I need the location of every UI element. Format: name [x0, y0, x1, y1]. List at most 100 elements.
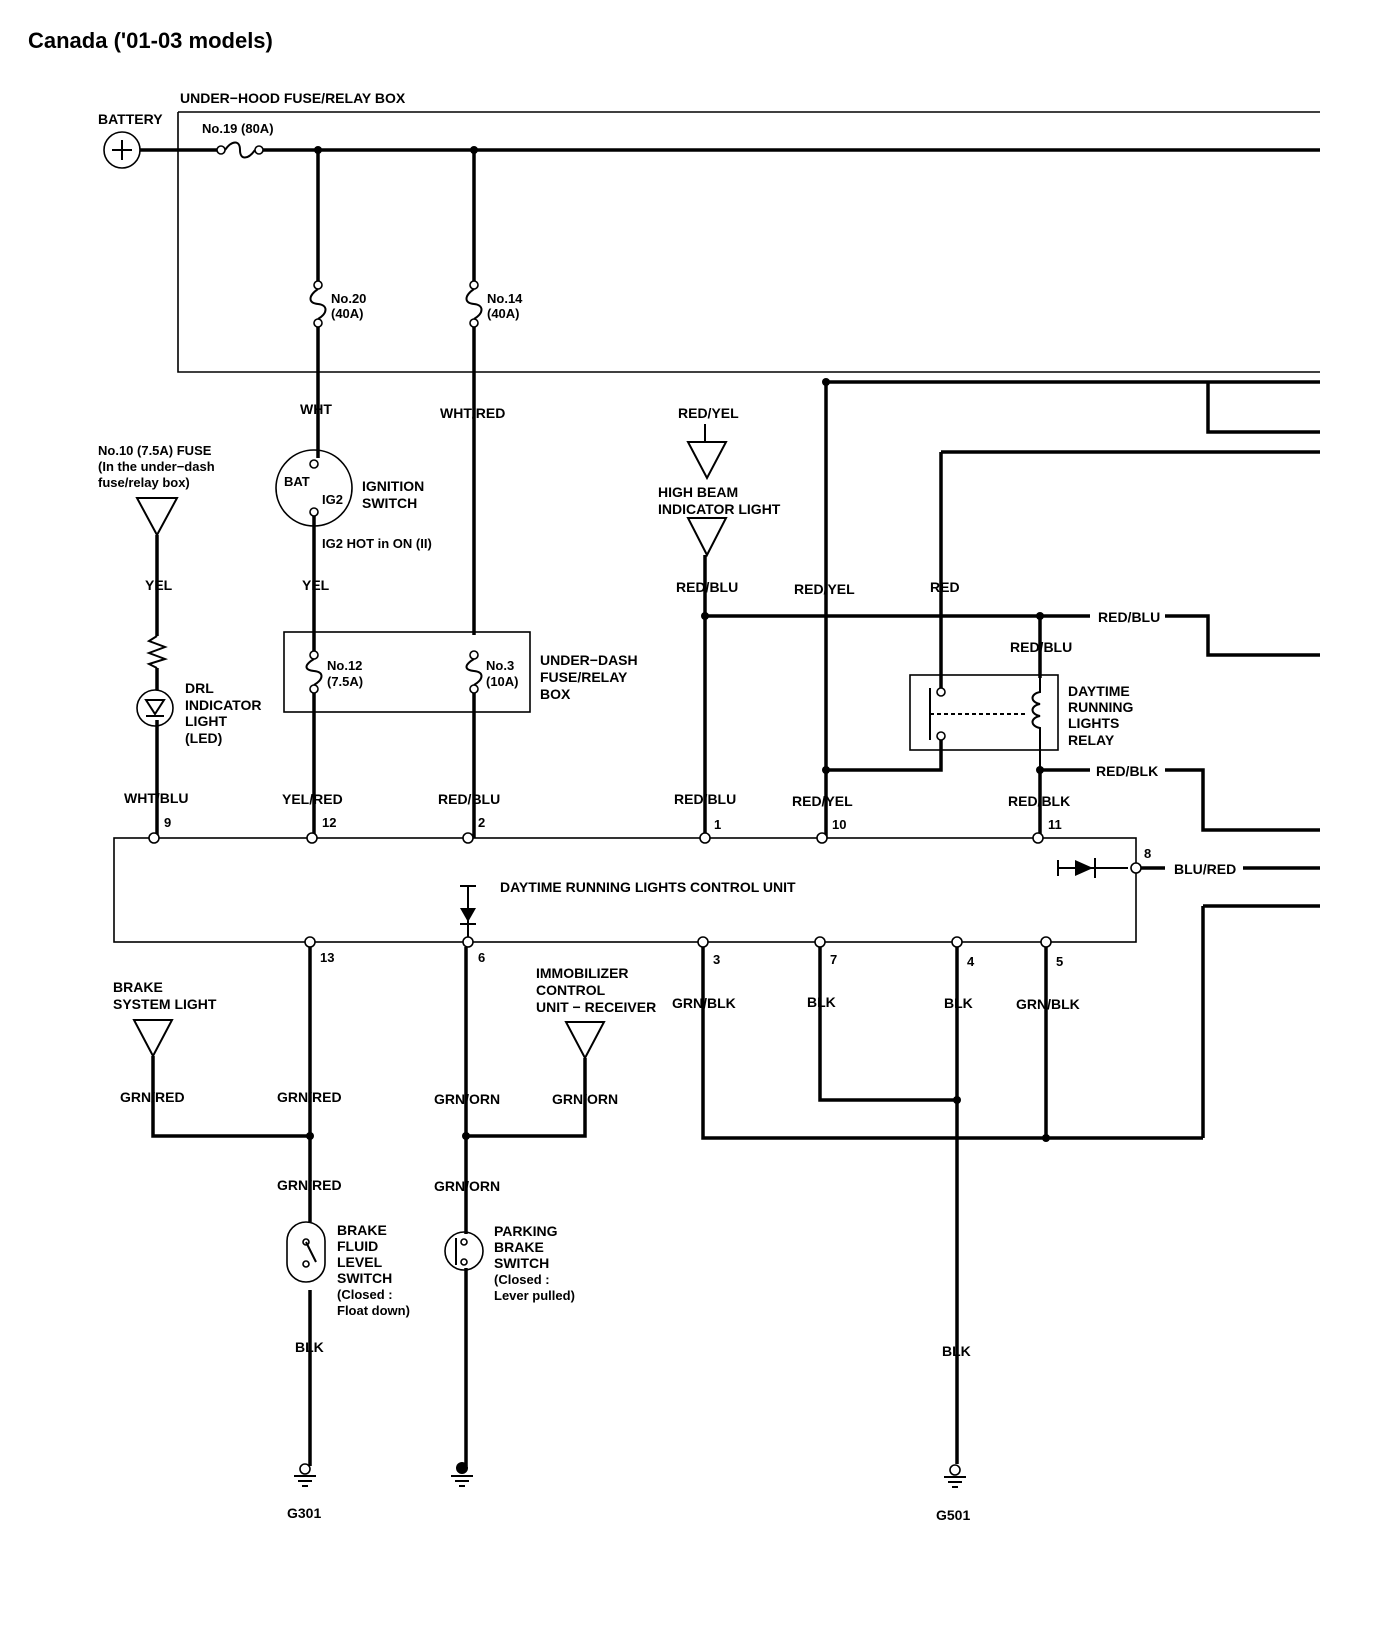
fuse-no12-label-b: (7.5A): [327, 674, 363, 689]
wire-immobilizer: [466, 1058, 587, 1138]
immobilizer-label-c: UNIT − RECEIVER: [536, 999, 656, 1015]
wire-label-red-blu-right: RED/BLU: [1098, 609, 1160, 625]
fuse-no10-feed: No.10 (7.5A) FUSE (In the under−dash fus…: [98, 443, 215, 538]
fuse-no14-label-a: No.14: [487, 291, 523, 306]
wire-label-grn-orn-a: GRN/ORN: [434, 1091, 500, 1107]
relay-label-b: RUNNING: [1068, 699, 1133, 715]
under-dash-label-b: FUSE/RELAY: [540, 669, 628, 685]
wire-red-yel-feed: [824, 380, 1320, 838]
fuse-no20: No.20 (40A): [309, 280, 366, 328]
fuse-no10-label-a: No.10 (7.5A) FUSE: [98, 443, 212, 458]
fuse-no20-label-b: (40A): [331, 306, 364, 321]
relay-junction-yel: [822, 766, 830, 774]
parking-brake-switch: PARKING BRAKE SWITCH (Closed : Lever pul…: [444, 1223, 575, 1303]
red-yel-junction: [822, 378, 830, 386]
brake-fluid-label-a: BRAKE: [337, 1222, 387, 1238]
wire-red-blu-bus: [705, 614, 1320, 678]
wire-label-red-blk-right: RED/BLK: [1096, 763, 1158, 779]
fuse-no19: No.19 (80A): [202, 121, 274, 159]
battery-label: BATTERY: [98, 111, 163, 127]
ignition-bat-label: BAT: [284, 474, 310, 489]
parking-label-b: BRAKE: [494, 1239, 544, 1255]
high-beam-label-a: HIGH BEAM: [658, 484, 738, 500]
ground-g301-label: G301: [287, 1505, 321, 1521]
brake-fluid-label-d: SWITCH: [337, 1270, 392, 1286]
brake-light-label-b: SYSTEM LIGHT: [113, 996, 217, 1012]
ig2-hot-label: IG2 HOT in ON (II): [322, 536, 432, 551]
wire-label-red-yel-10: RED/YEL: [792, 793, 853, 809]
wire-label-grn-red-c: GRN/RED: [277, 1177, 342, 1193]
page-title: Canada ('01-03 models): [28, 28, 273, 53]
wire-label-grn-red-a: GRN/RED: [120, 1089, 185, 1105]
wire-label-blu-red: BLU/RED: [1174, 861, 1236, 877]
wire-label-red-blu-mid: RED/BLU: [676, 579, 738, 595]
relay-label-d: RELAY: [1068, 732, 1115, 748]
pin-5: 5: [1056, 954, 1063, 969]
control-unit-label: DAYTIME RUNNING LIGHTS CONTROL UNIT: [500, 879, 796, 895]
ignition-switch: BAT IG2 IGNITION SWITCH IG2 HOT in ON (I…: [275, 449, 432, 551]
pin-9: 9: [164, 815, 171, 830]
wire-label-grn-blk-3: GRN/BLK: [672, 995, 736, 1011]
under-dash-label-c: BOX: [540, 686, 571, 702]
wire-label-red-blu-1: RED/BLU: [674, 791, 736, 807]
pin-7: 7: [830, 952, 837, 967]
parking-label-a: PARKING: [494, 1223, 558, 1239]
wire-label-blk-4: BLK: [944, 995, 973, 1011]
ignition-ig2-label: IG2: [322, 492, 343, 507]
wire-label-blk-bottom-left: BLK: [295, 1339, 324, 1355]
brake-fluid-label-f: Float down): [337, 1303, 410, 1318]
wire-label-yel-red: YEL/RED: [282, 791, 343, 807]
under-dash-label-a: UNDER−DASH: [540, 652, 638, 668]
brake-fluid-label-c: LEVEL: [337, 1254, 383, 1270]
brake-light-label-a: BRAKE: [113, 979, 163, 995]
fuse-no3-label-b: (10A): [486, 674, 519, 689]
red-blk-junction: [1036, 766, 1044, 774]
brake-fluid-label-e: (Closed :: [337, 1287, 393, 1302]
high-beam-indicator: RED/YEL HIGH BEAM INDICATOR LIGHT: [658, 405, 781, 558]
ground-parking: [451, 1462, 473, 1487]
wire-label-grn-blk-5: GRN/BLK: [1016, 996, 1080, 1012]
drl-label-b: INDICATOR: [185, 697, 261, 713]
wire-label-red-blu-2: RED/BLU: [438, 791, 500, 807]
pin-10: 10: [832, 817, 846, 832]
wire-label-blk-bottom-right: BLK: [942, 1343, 971, 1359]
red-blu-junction-1: [701, 612, 709, 620]
pin-8-terminal: [1130, 862, 1142, 874]
pin-12: 12: [322, 815, 336, 830]
ignition-switch-label-a: IGNITION: [362, 478, 424, 494]
brake-fluid-label-b: FLUID: [337, 1238, 378, 1254]
wire-label-grn-red-b: GRN/RED: [277, 1089, 342, 1105]
ignition-switch-label-b: SWITCH: [362, 495, 417, 511]
fuse-no20-label-a: No.20: [331, 291, 366, 306]
ground-g301: G301: [287, 1463, 321, 1521]
daytime-running-lights-control-unit: DAYTIME RUNNING LIGHTS CONTROL UNIT: [113, 837, 1137, 943]
drl-label-c: LIGHT: [185, 713, 227, 729]
under-dash-fuse-relay-box: No.12 (7.5A) No.3 (10A) UNDER−DASH FUSE/…: [283, 631, 638, 713]
wire-blk-7: [818, 947, 957, 1102]
wire-label-red-yel-mid: RED/YEL: [794, 581, 855, 597]
pin-3: 3: [713, 952, 720, 967]
wire-brake-light: [151, 1056, 310, 1138]
fuse-no10-label-b: (In the under−dash: [98, 459, 215, 474]
ground-g501: G501: [936, 1464, 970, 1523]
parking-label-d: (Closed :: [494, 1272, 550, 1287]
fuse-no3-label-a: No.3: [486, 658, 514, 673]
wire-label-wht: WHT: [300, 401, 332, 417]
relay-label-c: LIGHTS: [1068, 715, 1119, 731]
pin-13: 13: [320, 950, 334, 965]
pin-2: 2: [478, 815, 485, 830]
grn-red-junction: [306, 1132, 314, 1140]
brake-fluid-level-switch: BRAKE FLUID LEVEL SWITCH (Closed : Float…: [286, 1221, 410, 1318]
drl-resistor: [146, 635, 169, 669]
red-blu-junction-2: [1036, 612, 1044, 620]
wire-label-red: RED: [930, 579, 960, 595]
wire-label-red-yel-top: RED/YEL: [678, 405, 739, 421]
wire-label-red-blu-relay: RED/BLU: [1010, 639, 1072, 655]
drl-label-a: DRL: [185, 680, 214, 696]
wire-label-wht-blu: WHT/BLU: [124, 790, 189, 806]
fuse-no12-label-a: No.12: [327, 658, 362, 673]
immobilizer-control-unit-receiver: IMMOBILIZER CONTROL UNIT − RECEIVER: [536, 965, 656, 1061]
ground-g501-label: G501: [936, 1507, 970, 1523]
wire-label-grn-orn-b: GRN/ORN: [552, 1091, 618, 1107]
